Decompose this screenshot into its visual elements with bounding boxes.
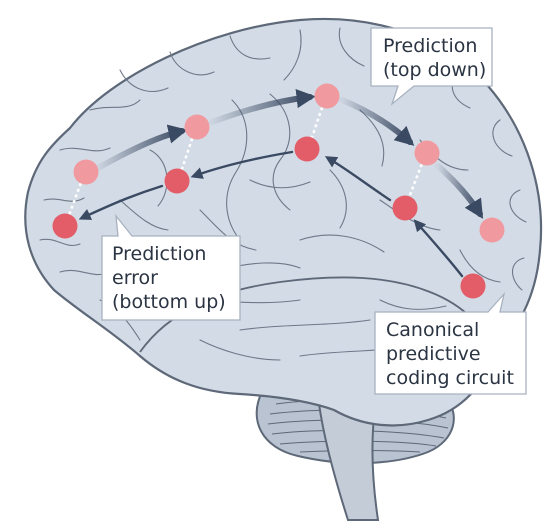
- error-node: [164, 168, 190, 194]
- callout-bottom-up-box: [101, 213, 241, 321]
- prediction-node: [184, 114, 210, 140]
- callout-circuit-box: [374, 291, 527, 395]
- callout-top-down-box: [370, 27, 493, 106]
- error-nodes: [52, 136, 486, 299]
- prediction-node: [479, 217, 505, 243]
- bottom-up-arrow-1: [78, 184, 164, 220]
- top-down-arrow-4: [435, 163, 484, 219]
- callout-top-down-line1: Prediction: [383, 35, 477, 57]
- top-down-arrow-1: [95, 124, 188, 171]
- callout-bottom-up-line2: error: [112, 267, 158, 289]
- bottom-up-arrows: [78, 150, 464, 278]
- prediction-node: [73, 159, 99, 185]
- callout-bottom-up-line3: (bottom up): [112, 291, 226, 313]
- top-down-arrows: [95, 89, 484, 219]
- callout-circuit: Canonical predictive coding circuit: [374, 291, 527, 395]
- callout-bottom-up-line1: Prediction: [112, 243, 206, 265]
- callout-circuit-line2: predictive: [386, 343, 481, 365]
- callout-bottom-up: Prediction error (bottom up): [101, 213, 241, 321]
- callout-top-down-line2: (top down): [383, 59, 486, 81]
- prediction-nodes: [73, 83, 505, 243]
- brain-stem: [316, 394, 380, 521]
- bottom-up-arrow-3: [324, 156, 392, 202]
- top-down-arrow-2: [209, 89, 316, 125]
- bottom-up-arrow-2: [190, 150, 294, 179]
- error-node: [52, 213, 78, 239]
- top-down-arrow-3: [339, 97, 415, 146]
- callout-top-down: Prediction (top down): [370, 27, 493, 106]
- error-node: [392, 195, 418, 221]
- error-node: [460, 273, 486, 299]
- callout-circuit-line1: Canonical: [386, 319, 479, 341]
- bottom-up-arrow-4: [413, 219, 464, 278]
- callout-circuit-line3: coding circuit: [386, 367, 514, 389]
- prediction-node: [314, 83, 340, 109]
- error-node: [294, 136, 320, 162]
- prediction-node: [414, 140, 440, 166]
